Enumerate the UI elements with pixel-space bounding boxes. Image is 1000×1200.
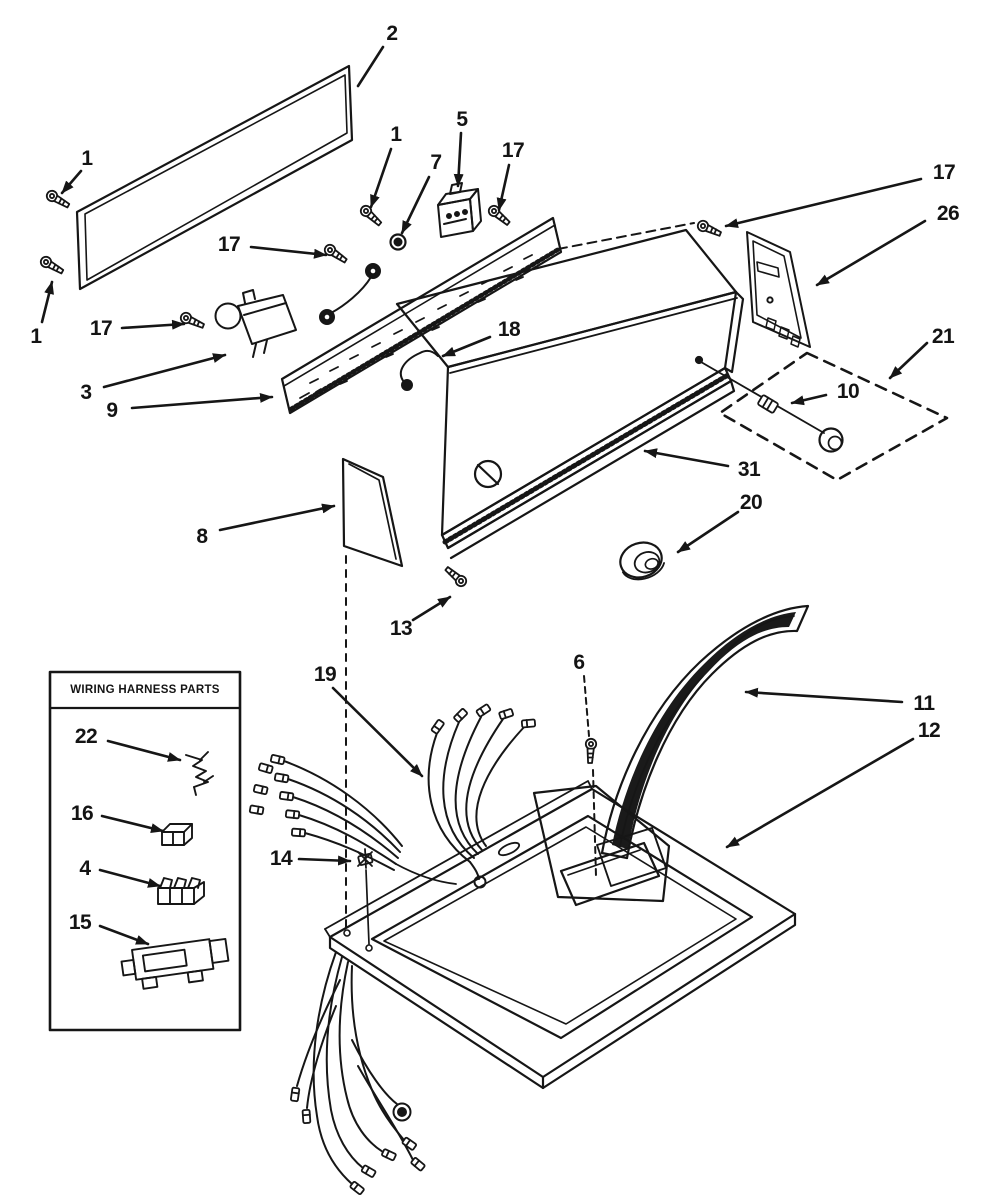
callout-17a: 17 (501, 139, 525, 162)
rear-console-panel (75, 64, 354, 291)
callout-12: 12 (917, 719, 941, 742)
callout-2: 2 (386, 22, 398, 45)
callout-20: 20 (739, 491, 763, 514)
clip-22-icon (185, 751, 214, 796)
box-callout-15: 15 (68, 911, 92, 934)
spacer-10 (757, 394, 779, 414)
screw-6 (584, 737, 598, 765)
leader-lines (40, 45, 929, 946)
callout-17c: 17 (89, 317, 113, 340)
top-panel-12 (324, 780, 797, 1090)
console-body (395, 228, 745, 537)
box-callout-16: 16 (70, 802, 94, 825)
callout-14: 14 (269, 847, 293, 870)
connector-16-icon (161, 823, 193, 846)
callout-1a: 1 (81, 147, 93, 170)
callout-7: 7 (430, 151, 442, 174)
end-cap-left-8 (341, 457, 404, 568)
switch-5 (437, 182, 482, 238)
box-callout-22: 22 (74, 725, 98, 748)
harness-box-title: WIRING HARNESS PARTS (70, 684, 220, 696)
trim-strip-31 (440, 366, 736, 560)
grommet-7 (389, 233, 407, 251)
switch-3 (214, 289, 297, 358)
end-cap-right-26 (746, 231, 811, 348)
mount-kit-21 (700, 351, 949, 482)
screw-1-icons (37, 187, 385, 277)
callout-17d: 17 (932, 161, 956, 184)
callout-19: 19 (313, 663, 337, 686)
connector-15-icon (120, 937, 230, 990)
wiring-harness-19 (248, 702, 537, 1196)
callout-3: 3 (80, 381, 92, 404)
cap-plug (818, 427, 844, 453)
knob-20 (619, 541, 665, 581)
callout-1b: 1 (30, 325, 42, 348)
callout-11: 11 (913, 692, 935, 715)
callout-6: 6 (573, 651, 585, 674)
wire-18 (399, 349, 439, 391)
harness-box-frame (48, 670, 242, 1032)
callout-8: 8 (196, 525, 208, 548)
callout-21: 21 (931, 325, 955, 348)
duct-mount-deck (497, 784, 671, 907)
connector-4-icon (157, 877, 205, 905)
callout-5: 5 (456, 108, 468, 131)
wire-washers (319, 263, 381, 325)
callout-9: 9 (106, 399, 118, 422)
screw-13 (441, 564, 470, 590)
callout-18: 18 (497, 318, 521, 341)
callout-10: 10 (836, 380, 860, 403)
callout-31: 31 (737, 458, 761, 481)
callout-13: 13 (389, 617, 413, 640)
lint-duct-11 (600, 604, 810, 860)
box-callout-4: 4 (79, 857, 91, 880)
callout-26: 26 (936, 202, 960, 225)
callout-1c: 1 (390, 123, 402, 146)
callout-17b: 17 (217, 233, 241, 256)
